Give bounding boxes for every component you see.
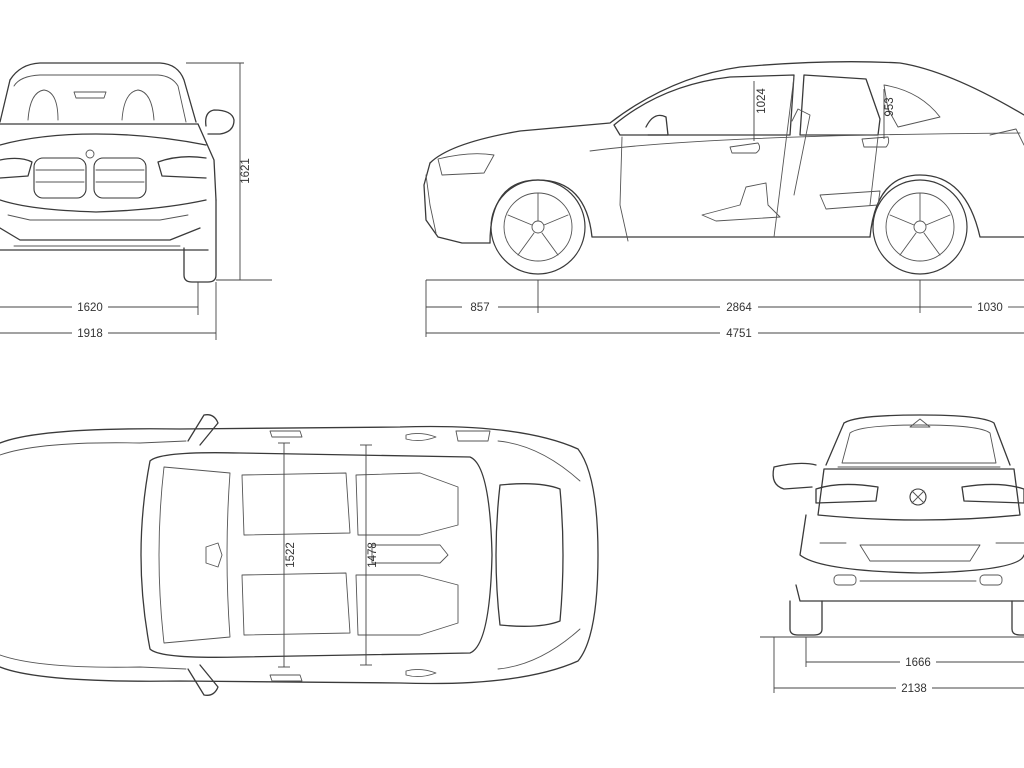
brake-light (909, 418, 931, 428)
top-view: 1522 1478 (0, 405, 610, 705)
front-car-outline (0, 62, 235, 283)
rear-shoulder-label: 1478 (367, 542, 379, 568)
front-view-drawing: 1621 1620 1918 (0, 62, 272, 340)
length-label: 4751 (726, 328, 752, 340)
side-car-outline (423, 61, 1024, 275)
front-view: 1621 1620 1918 (0, 50, 290, 350)
front-shoulder-label: 1522 (285, 542, 297, 568)
front-track-label: 1620 (77, 302, 103, 314)
front-shoulder-dimension: 1522 (278, 442, 297, 668)
rear-width-label: 2138 (901, 683, 927, 695)
rear-track-label: 1666 (905, 657, 931, 669)
rear-car-outline (772, 414, 1024, 636)
top-view-drawing: 1522 1478 (0, 414, 599, 696)
top-car-outline (0, 414, 599, 696)
front-headroom-dimension: 1024 (753, 81, 768, 141)
front-width-label: 1918 (77, 328, 103, 340)
rear-view: 1666 2138 (760, 405, 1024, 705)
wheelbase-label: 2864 (726, 302, 752, 314)
side-view-drawing: 1024 953 857 2864 1030 4751 (423, 61, 1024, 340)
front-overhang-label: 857 (470, 302, 489, 314)
rear-wheel (872, 179, 968, 275)
rear-overhang-label: 1030 (977, 302, 1003, 314)
rear-view-drawing: 1666 2138 (760, 414, 1024, 695)
kidney-grille-right (93, 157, 147, 199)
rear-headroom-label: 953 (884, 97, 896, 116)
front-width-dimension: 1918 (0, 282, 217, 340)
length-dimension: 4751 (426, 328, 1024, 340)
wheelbase-dimension-row: 857 2864 1030 (425, 280, 1024, 337)
height-dimension: 1621 (186, 62, 272, 281)
exhaust-left (833, 574, 857, 586)
rear-shoulder-dimension: 1478 (360, 444, 379, 666)
front-headroom-label: 1024 (756, 88, 768, 114)
side-view: 1024 953 857 2864 1030 4751 (410, 55, 1024, 350)
front-track-dimension: 1620 (0, 282, 199, 315)
rear-width-dimension: 2138 (773, 637, 1024, 695)
rear-track-dimension: 1666 (805, 637, 1024, 669)
rear-headroom-dimension: 953 (883, 89, 896, 139)
front-wheel (490, 179, 586, 275)
brand-badge-icon (85, 149, 95, 159)
kidney-grille-left (33, 157, 87, 199)
exhaust-right (979, 574, 1003, 586)
height-label: 1621 (240, 158, 252, 184)
